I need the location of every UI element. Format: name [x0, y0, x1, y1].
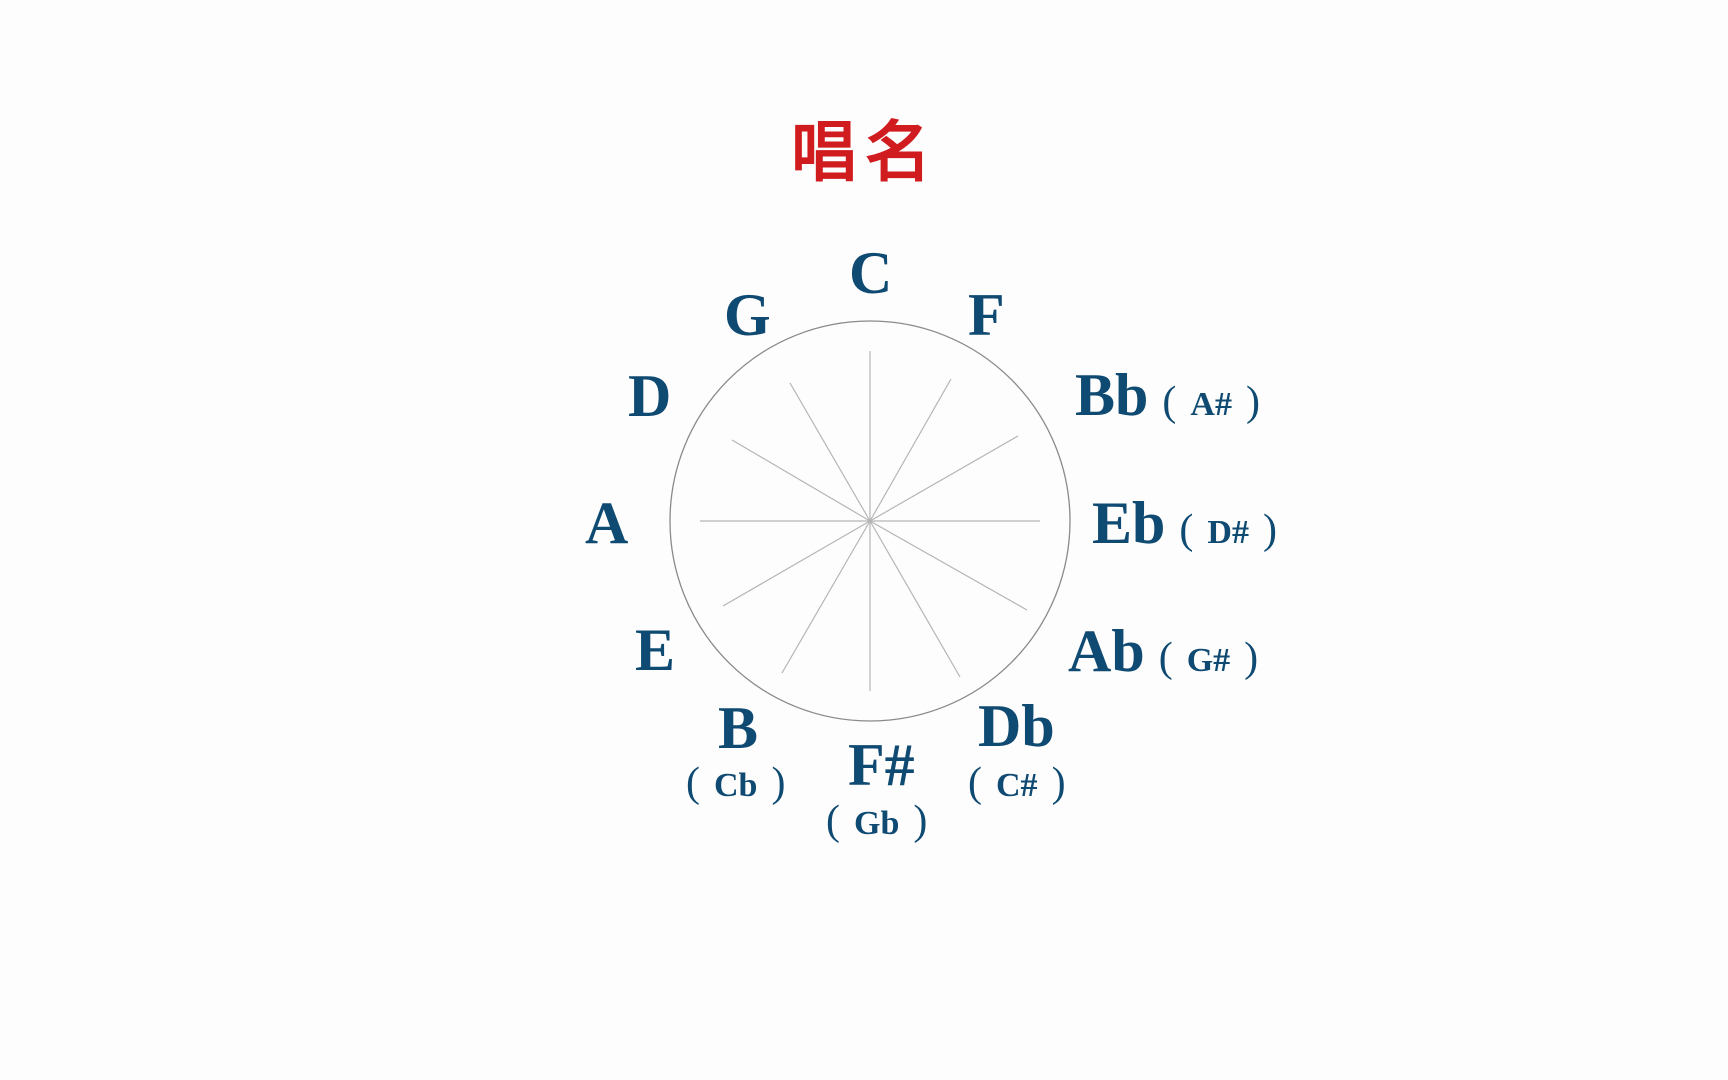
paren-close: ): [1244, 635, 1259, 681]
note-eb-group: Eb ( D#): [1092, 493, 1291, 553]
paren-open: (: [1158, 635, 1173, 681]
spoke-ab: [869, 520, 1028, 611]
note-db-enharmonic-group: ( C#): [968, 762, 1080, 804]
note-db-enharmonic: C#: [996, 767, 1038, 804]
note-ab-group: Ab ( G#): [1068, 621, 1272, 681]
note-eb-enharmonic: D#: [1207, 514, 1249, 551]
paren-close: ): [1051, 760, 1066, 806]
note-eb: Eb: [1092, 490, 1166, 556]
note-db: Db: [978, 693, 1055, 759]
diagram-title: 唱名: [791, 113, 939, 191]
spoke-b: [781, 520, 871, 674]
spoke-e: [722, 520, 871, 607]
note-g: G: [724, 282, 771, 348]
note-ab: Ab: [1068, 618, 1145, 684]
note-fs-enharmonic-group: ( Gb): [826, 800, 941, 842]
spoke-g: [789, 382, 871, 522]
outer-circle: [669, 320, 1071, 722]
note-ab-enharmonic: G#: [1186, 642, 1231, 679]
paren-open: (: [1179, 507, 1194, 553]
note-fs: F#: [848, 732, 915, 798]
note-b: B: [718, 695, 759, 761]
paren-close: ): [771, 760, 786, 806]
note-b-enharmonic-group: ( Cb): [686, 762, 799, 804]
note-fs-enharmonic: Gb: [854, 805, 900, 842]
note-b-enharmonic: Cb: [714, 767, 758, 804]
paren-close: ): [913, 798, 928, 844]
note-e: E: [635, 617, 676, 683]
note-f: F: [968, 282, 1005, 348]
paren-close: ): [1245, 379, 1260, 425]
note-c: C: [849, 240, 893, 306]
spoke-bb: [869, 435, 1019, 522]
note-a: A: [585, 490, 629, 556]
note-bb: Bb: [1075, 362, 1149, 428]
note-bb-enharmonic: A#: [1190, 386, 1232, 423]
spoke-f: [869, 378, 952, 522]
paren-open: (: [826, 798, 840, 844]
spokes: [700, 351, 1040, 691]
spoke-d: [731, 439, 871, 522]
note-bb-group: Bb ( A#): [1075, 365, 1274, 425]
note-d: D: [628, 363, 672, 429]
paren-open: (: [968, 760, 982, 806]
paren-open: (: [686, 760, 700, 806]
paren-open: (: [1162, 379, 1177, 425]
spoke-db: [869, 520, 961, 678]
paren-close: ): [1262, 507, 1277, 553]
